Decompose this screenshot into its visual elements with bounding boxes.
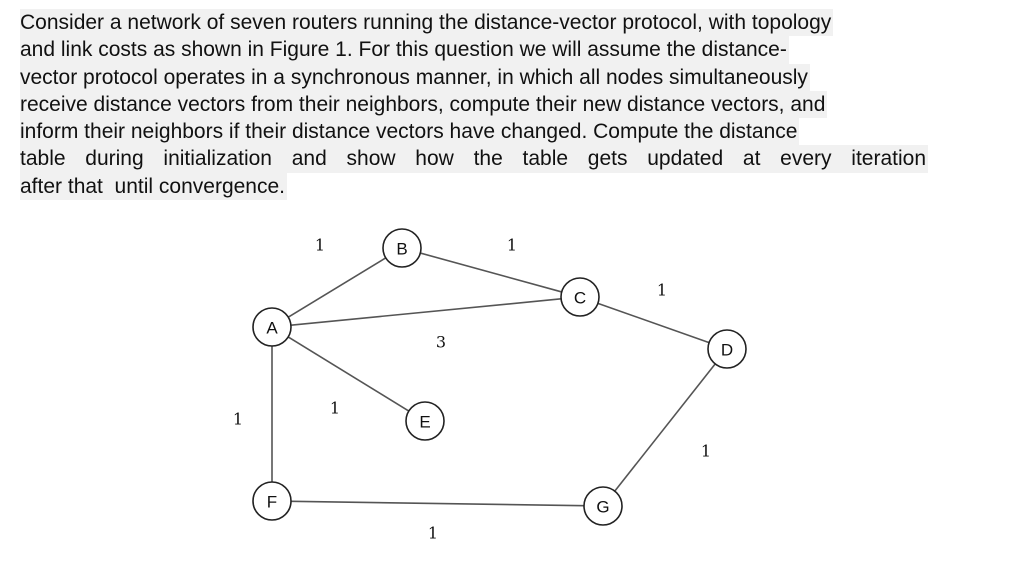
cost-label-b-c: 1 <box>507 236 517 255</box>
question-line-1: Consider a network of seven routers runn… <box>20 9 834 37</box>
router-node-label: E <box>419 413 430 432</box>
router-node-f: F <box>252 481 292 521</box>
cost-label-a-c: 3 <box>436 333 446 352</box>
link-c-d <box>597 302 710 344</box>
router-node-circle <box>560 277 600 317</box>
router-node-circle <box>252 307 292 347</box>
router-node-e: E <box>405 401 445 441</box>
link-a-e <box>287 336 410 412</box>
network-links <box>271 252 716 507</box>
router-nodes: A B C D E F G <box>252 228 747 526</box>
router-node-label: G <box>596 498 609 517</box>
cost-label-a-e: 1 <box>330 399 340 418</box>
router-node-circle <box>382 228 422 268</box>
question-line-7: after that until convergence. <box>20 172 287 201</box>
link-cost-labels: 1 1 1 3 1 1 1 1 <box>233 236 711 543</box>
router-node-circle <box>405 401 445 441</box>
cost-label-c-d: 1 <box>657 281 667 300</box>
cost-label-a-f: 1 <box>233 410 243 429</box>
router-node-b: B <box>382 228 422 268</box>
router-node-label: A <box>266 319 278 338</box>
router-node-d: D <box>707 329 747 369</box>
router-node-g: G <box>583 486 623 526</box>
router-node-circle <box>252 481 292 521</box>
router-node-label: D <box>721 341 733 360</box>
router-node-a: A <box>252 307 292 347</box>
question-text: Consider a network of seven routers runn… <box>20 9 940 201</box>
router-node-label: B <box>396 240 407 259</box>
question-line-4: receive distance vectors from their neig… <box>20 90 828 119</box>
question-line-6: table during initialization and show how… <box>20 145 928 173</box>
cost-label-a-b: 1 <box>315 236 325 255</box>
cost-label-g-d: 1 <box>701 442 711 461</box>
router-node-circle <box>707 329 747 369</box>
question-line-2: and link costs as shown in Figure 1. For… <box>20 36 789 64</box>
link-a-b <box>287 257 387 318</box>
router-node-label: F <box>267 493 277 512</box>
link-g-d <box>614 363 716 492</box>
router-node-label: C <box>574 289 586 308</box>
question-line-3: vector protocol operates in a synchronou… <box>20 63 810 91</box>
link-a-c <box>290 298 562 326</box>
question-line-5: inform their neighbors if their distance… <box>20 118 800 146</box>
link-b-c <box>420 252 562 293</box>
link-f-g <box>290 500 585 507</box>
router-node-circle <box>583 486 623 526</box>
router-node-c: C <box>560 277 600 317</box>
cost-label-f-g: 1 <box>428 524 438 543</box>
